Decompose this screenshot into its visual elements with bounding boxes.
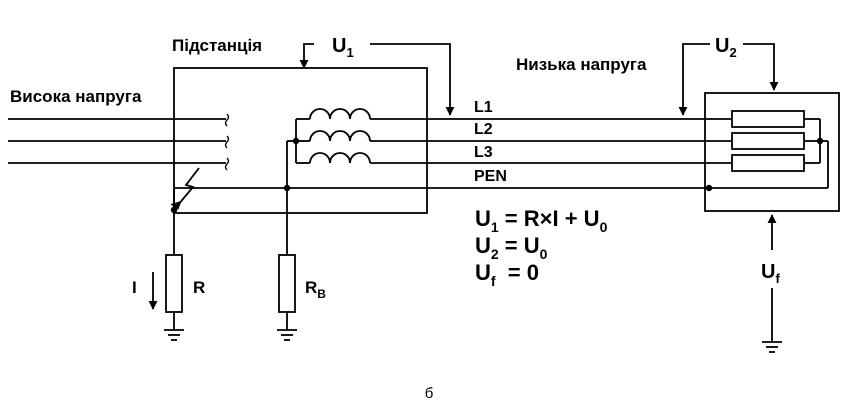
- line-l3-label: L3: [474, 144, 493, 161]
- resistor-r-label: R: [193, 278, 205, 297]
- u1-indicator: [299, 43, 455, 116]
- resistor-r: [165, 254, 183, 313]
- resistor-rb-label: RB: [305, 278, 326, 301]
- equation-u1: U1 = R×I + U0: [475, 206, 608, 235]
- current-label: I: [132, 278, 137, 297]
- uf-indicator: [762, 214, 782, 353]
- line-l1-label: L1: [474, 99, 493, 116]
- equation-uf: Uf = 0: [475, 260, 539, 289]
- earth-electrode-rb: [277, 188, 297, 341]
- fault-path: [148, 167, 200, 341]
- u1-label: U1: [332, 35, 354, 60]
- equation-u2: U2 = U0: [475, 233, 548, 262]
- figure-caption: б: [425, 385, 434, 402]
- high-voltage-lines: [8, 113, 230, 171]
- low-voltage-lines: [175, 118, 732, 192]
- transformer-windings: [286, 108, 371, 188]
- line-pen-label: PEN: [474, 168, 507, 185]
- u2-label: U2: [715, 35, 737, 60]
- substation-label: Підстанція: [172, 36, 262, 55]
- uf-label: Uf: [761, 261, 780, 286]
- line-l2-label: L2: [474, 121, 493, 138]
- low-voltage-label: Низька напруга: [516, 55, 647, 74]
- u2-indicator: [678, 43, 779, 116]
- high-voltage-label: Висока напруга: [10, 87, 142, 106]
- load-equipment: [704, 92, 840, 212]
